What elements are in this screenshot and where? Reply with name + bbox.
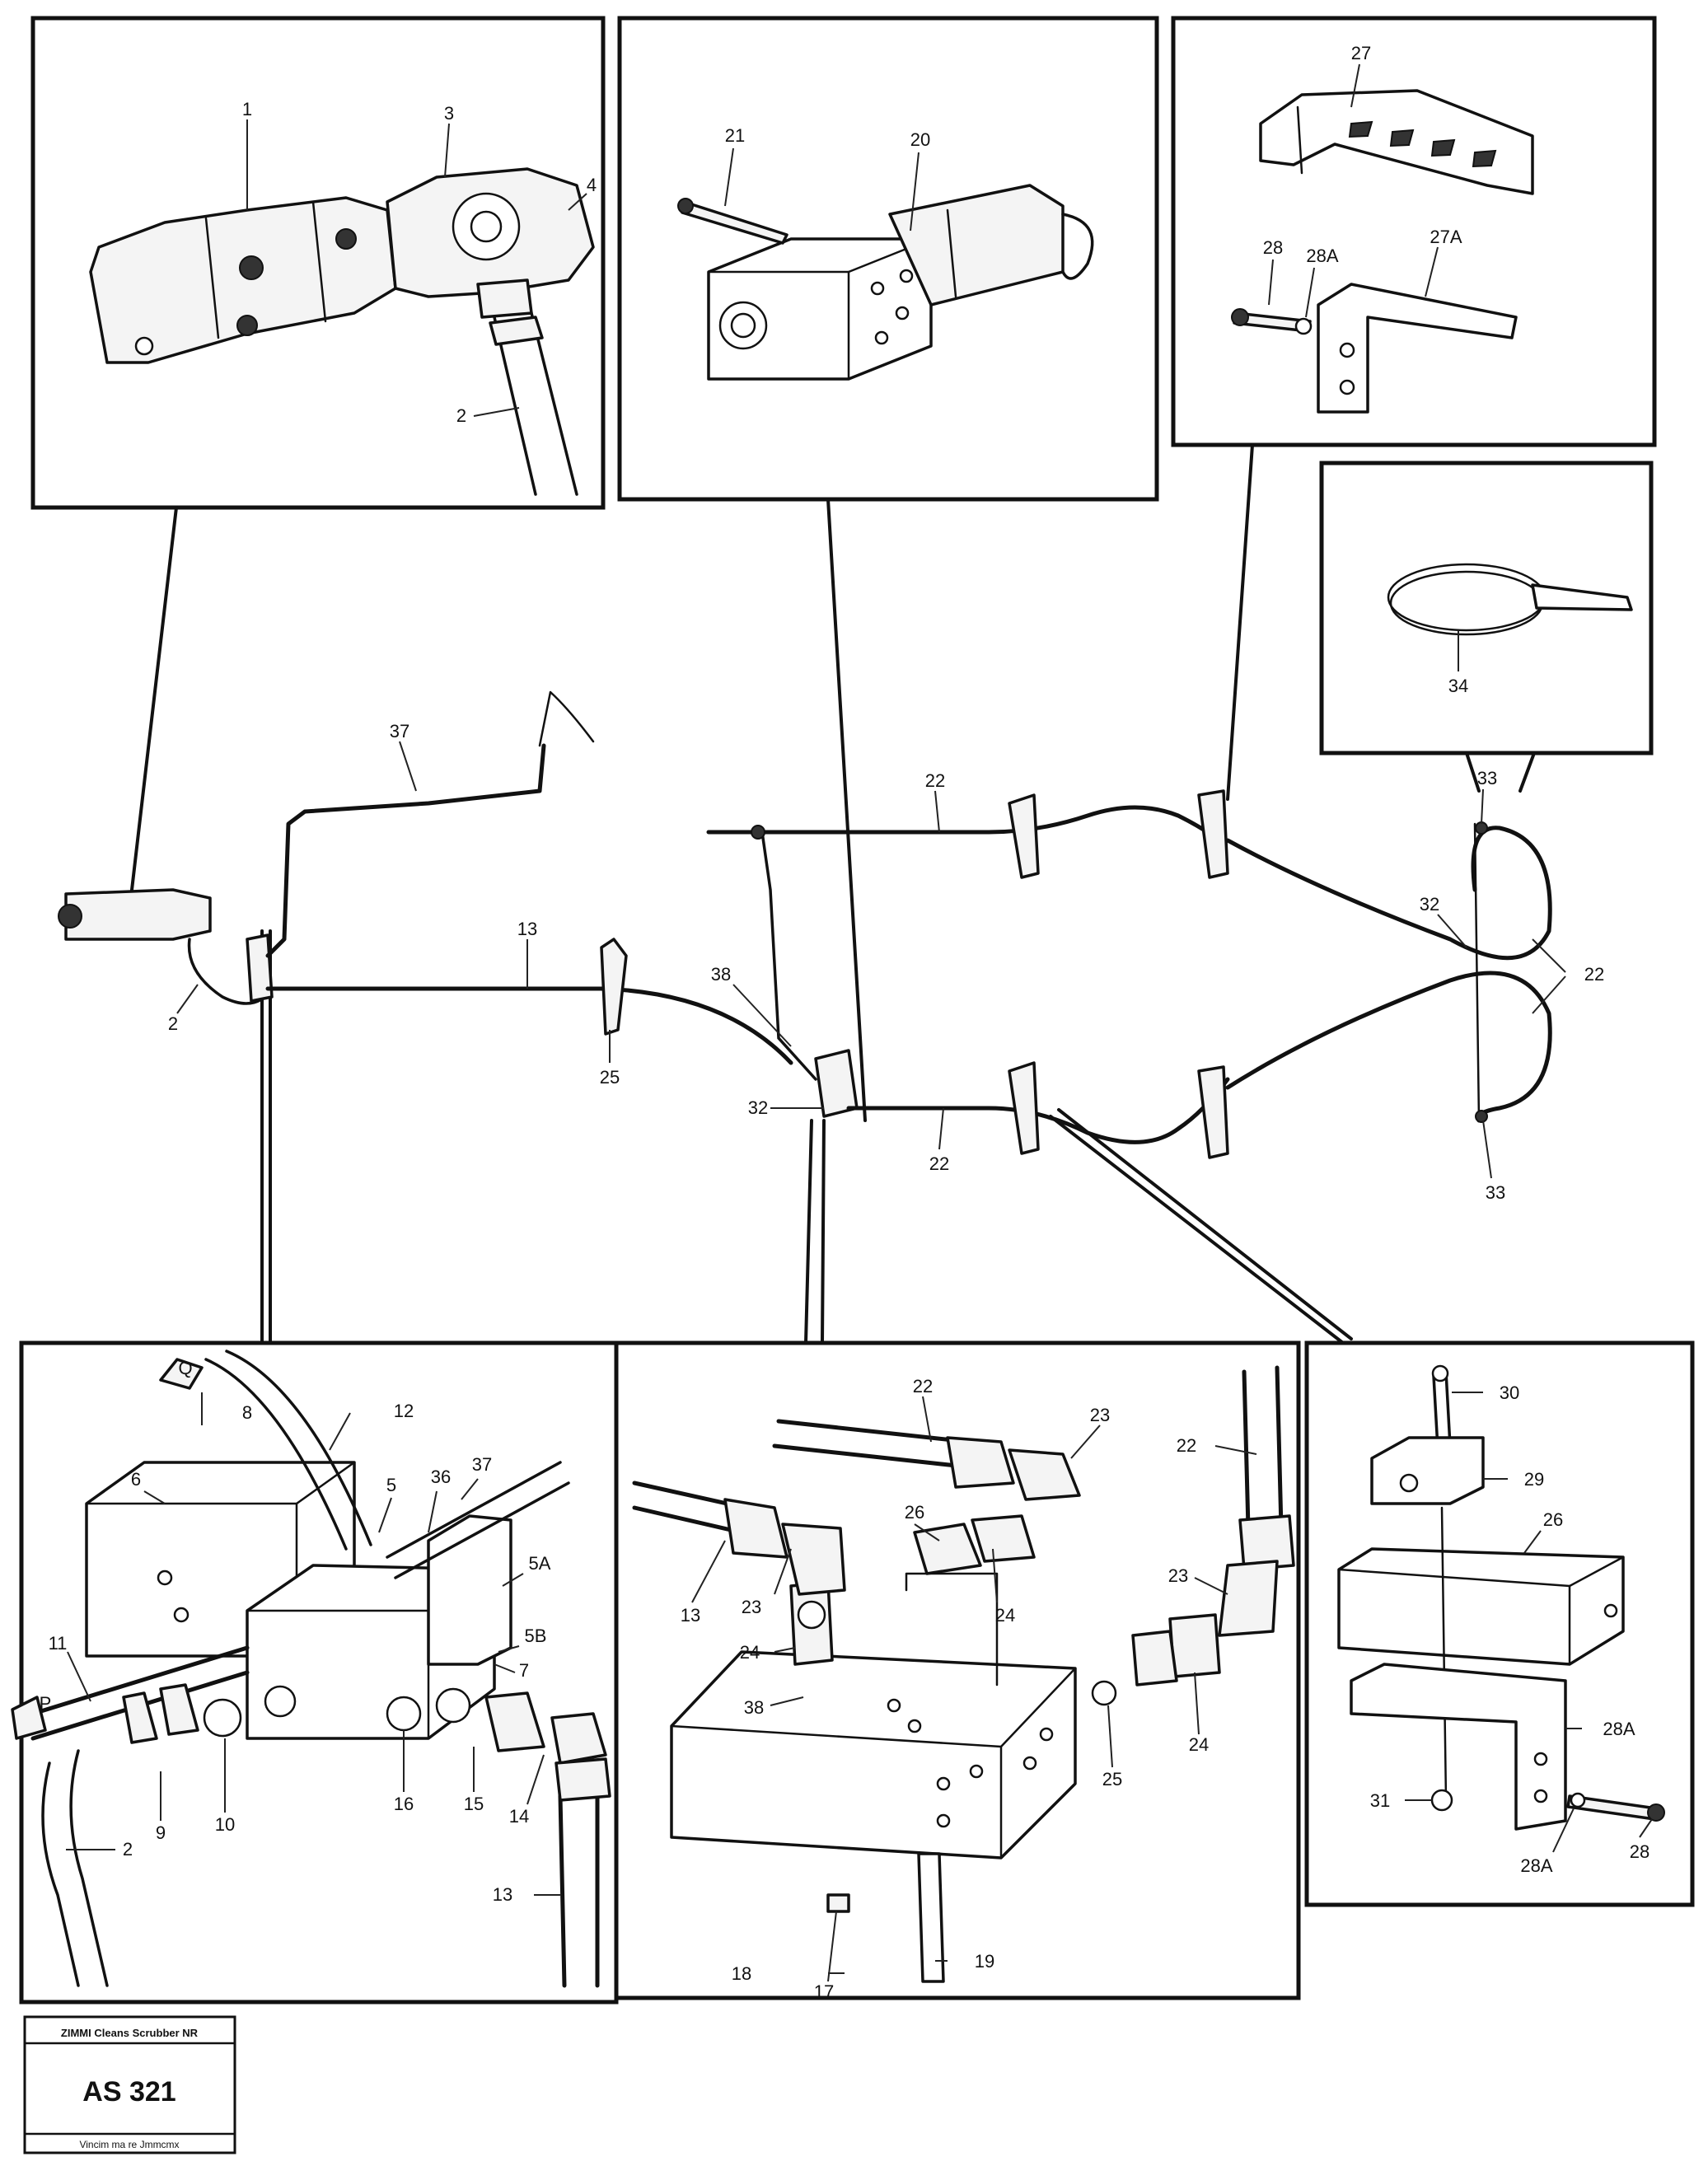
callout-37-mid: 37 xyxy=(390,721,409,741)
callout-22-bc: 22 xyxy=(913,1376,933,1396)
frame-valve-detail xyxy=(617,16,1159,502)
callout-33-bot: 33 xyxy=(1486,1182,1505,1203)
callout-25-bc: 25 xyxy=(1102,1769,1122,1789)
callout-23-bc-top: 23 xyxy=(1090,1405,1110,1425)
callout-2-bl: 2 xyxy=(123,1839,133,1860)
callout-19: 19 xyxy=(975,1951,994,1972)
callout-30: 30 xyxy=(1500,1382,1519,1403)
callout-28-top: 28 xyxy=(1263,237,1283,258)
callout-Q: Q xyxy=(178,1358,192,1378)
callout-23-bc-right: 23 xyxy=(1168,1565,1188,1586)
brackets-detail xyxy=(1231,89,1534,414)
bracket-callouts: 27 27A 28 28A xyxy=(1263,43,1462,318)
callout-16: 16 xyxy=(394,1794,414,1814)
distribution-block xyxy=(632,1365,1295,1983)
callout-34: 34 xyxy=(1448,676,1468,696)
callout-38-mid: 38 xyxy=(711,964,731,985)
callout-24-bc-right: 24 xyxy=(1189,1734,1209,1755)
callout-4: 4 xyxy=(587,175,597,195)
callout-28-br: 28 xyxy=(1630,1841,1650,1862)
callout-36: 36 xyxy=(431,1467,451,1487)
callout-32-mid: 32 xyxy=(748,1097,768,1118)
callout-13-bl: 13 xyxy=(493,1884,512,1905)
solenoid-valve xyxy=(677,184,1094,381)
frame-connector-lines xyxy=(130,443,1536,1345)
callout-10: 10 xyxy=(215,1814,235,1835)
callout-22-bc-right: 22 xyxy=(1177,1435,1196,1456)
callout-33-top: 33 xyxy=(1477,768,1497,788)
callout-37-bl: 37 xyxy=(472,1454,492,1475)
routing-callouts: 37 2 13 25 38 32 22 22 33 32 22 33 xyxy=(168,721,1604,1203)
callout-5A: 5A xyxy=(529,1553,551,1574)
callout-9: 9 xyxy=(156,1822,166,1843)
callout-28A-br-mid: 28A xyxy=(1603,1719,1635,1739)
callout-27A: 27A xyxy=(1430,227,1462,247)
callout-21: 21 xyxy=(725,125,745,146)
stamp-code: AS 321 xyxy=(82,2076,175,2107)
callout-5: 5 xyxy=(386,1475,396,1495)
callout-27: 27 xyxy=(1351,43,1371,63)
frame-mount-detail xyxy=(1304,1340,1695,1907)
callout-3: 3 xyxy=(444,103,454,124)
callout-31: 31 xyxy=(1370,1790,1390,1811)
callout-8: 8 xyxy=(242,1402,252,1423)
callout-13-mid: 13 xyxy=(517,919,537,939)
pipe-routing xyxy=(58,690,1552,1159)
pump-assembly xyxy=(89,167,595,496)
callout-22-mid-bot: 22 xyxy=(929,1153,949,1174)
callout-P: P xyxy=(40,1693,52,1714)
hose-clamp xyxy=(1387,563,1633,636)
callout-11: 11 xyxy=(49,1633,68,1654)
callout-14: 14 xyxy=(509,1806,529,1827)
manifold-assembly xyxy=(11,1350,611,1988)
callout-2-mid: 2 xyxy=(168,1013,178,1034)
callout-13-bc: 13 xyxy=(681,1605,700,1626)
callout-15: 15 xyxy=(464,1794,484,1814)
callout-28A-top: 28A xyxy=(1306,246,1338,266)
frame-block-detail xyxy=(614,1340,1301,2000)
callout-2: 2 xyxy=(456,405,466,426)
callout-24-bc-left: 24 xyxy=(740,1642,760,1663)
callout-5B: 5B xyxy=(525,1626,547,1646)
mounting-callouts: 30 29 26 28A 31 28A 28 xyxy=(1370,1382,1653,1876)
clamp-callouts: 34 xyxy=(1448,630,1468,696)
callout-22-mid-top: 22 xyxy=(925,770,945,791)
callout-6: 6 xyxy=(131,1469,141,1490)
block-callouts: 22 23 26 24 13 23 24 38 22 23 24 25 17 1… xyxy=(681,1376,1257,2002)
callout-18: 18 xyxy=(732,1963,751,1984)
detail-frames xyxy=(19,16,1695,2005)
callout-26: 26 xyxy=(905,1502,924,1523)
callout-1: 1 xyxy=(242,99,252,119)
mounting-detail xyxy=(1337,1364,1665,1831)
callout-22-right: 22 xyxy=(1584,964,1604,985)
callout-23-bc-left: 23 xyxy=(742,1597,761,1617)
callout-12: 12 xyxy=(394,1401,414,1421)
callout-38-bc: 38 xyxy=(744,1697,764,1718)
callout-24-bc: 24 xyxy=(995,1605,1015,1626)
valve-callouts: 21 20 xyxy=(724,125,930,232)
callout-29: 29 xyxy=(1524,1469,1544,1490)
callout-25-mid: 25 xyxy=(600,1067,620,1088)
callout-26-br: 26 xyxy=(1543,1509,1563,1530)
pump-callouts: 1 3 4 2 xyxy=(242,99,597,426)
callout-17: 17 xyxy=(814,1981,834,2002)
manifold-callouts: Q 12 8 6 5 36 37 5A 5B 7 11 P 2 9 10 16 … xyxy=(40,1358,560,1905)
frame-pump-detail xyxy=(30,16,606,510)
callout-28A-br-bot: 28A xyxy=(1520,1855,1552,1876)
callout-20: 20 xyxy=(910,129,930,150)
drawing-stamp: ZIMMI Cleans Scrubber NR AS 321 Vincim m… xyxy=(23,2015,236,2154)
stamp-header: ZIMMI Cleans Scrubber NR xyxy=(61,2027,199,2039)
frame-clamp-detail xyxy=(1319,461,1654,756)
callout-7: 7 xyxy=(519,1660,529,1681)
stamp-footer: Vincim ma re Jmmcmx xyxy=(79,2139,179,2150)
callout-32-right: 32 xyxy=(1420,894,1439,915)
frame-bracket-detail xyxy=(1171,16,1657,447)
